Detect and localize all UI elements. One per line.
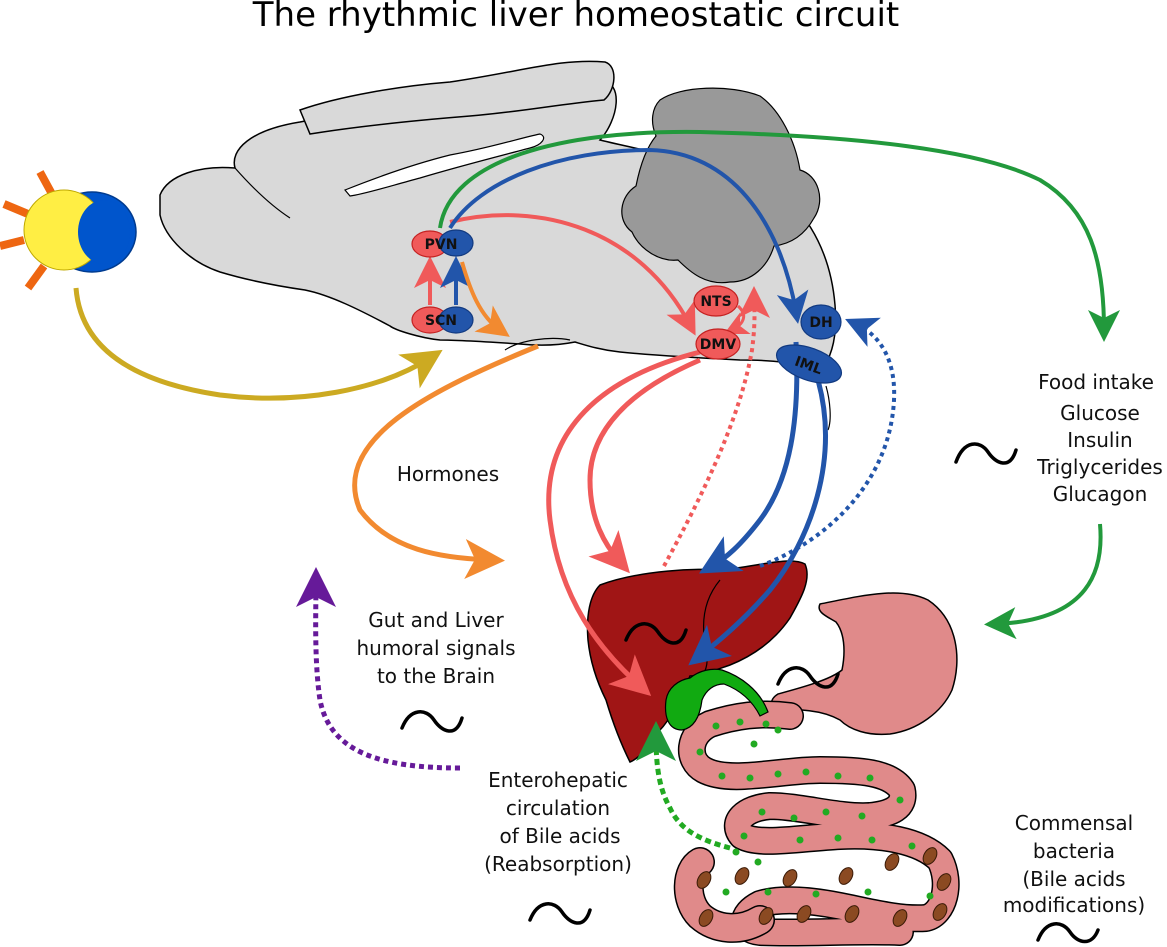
svg-text:Insulin: Insulin (1067, 428, 1132, 452)
food-intake-label: Food intake Glucose Insulin Triglyceride… (1036, 370, 1163, 506)
humoral-signals-dotted-arrow (295, 567, 461, 771)
gallbladder (664, 668, 769, 731)
hormones-label: Hormones (397, 462, 499, 486)
iml-liver-arrow-1 (698, 341, 800, 574)
rhythm-wave-icon (400, 710, 464, 733)
rhythm-wave-icon (528, 902, 592, 925)
commensal-bacteria (696, 847, 952, 927)
svg-text:Glucagon: Glucagon (1053, 482, 1148, 506)
svg-text:Commensal: Commensal (1015, 811, 1133, 835)
svg-text:to the Brain: to the Brain (377, 664, 495, 688)
pvn-dmv-arrow (449, 213, 696, 336)
light-signal-arrow (73, 287, 443, 401)
rhythm-wave-icon (776, 666, 840, 689)
svg-text:bacteria: bacteria (1033, 839, 1115, 863)
node-dmv: DMV (695, 328, 741, 360)
iml-liver-arrow-2 (688, 379, 828, 666)
svg-text:(Bile acids: (Bile acids (1022, 867, 1125, 891)
svg-text:humoral signals: humoral signals (356, 636, 515, 660)
commensal-label: Commensal bacteria (Bile acids modificat… (1003, 811, 1145, 917)
sun-moon-icon (0, 170, 137, 291)
diagram-title: The rhythmic liver homeostatic circuit (252, 0, 900, 35)
node-dh: DH (800, 304, 842, 340)
dmv-liver-arrow-2 (587, 357, 701, 574)
rhythm-wave-icon (954, 442, 1018, 465)
node-scn: SCN (411, 306, 474, 334)
enterohepatic-dotted-arrow (636, 721, 731, 851)
svg-text:modifications): modifications) (1003, 893, 1145, 917)
rhythm-wave-icon (624, 622, 688, 645)
svg-text:of Bile acids: of Bile acids (499, 824, 620, 848)
svg-text:Glucose: Glucose (1060, 401, 1140, 425)
hormones-arrow (352, 343, 539, 579)
svg-text:Gut and Liver: Gut and Liver (368, 608, 504, 632)
node-iml: IML (775, 344, 843, 384)
svg-text:Enterohepatic: Enterohepatic (488, 768, 628, 792)
dh-label: DH (809, 315, 832, 331)
node-nts: NTS (693, 285, 739, 317)
liver-nts-dotted-arrow (662, 286, 771, 567)
small-intestine (673, 700, 960, 947)
svg-text:circulation: circulation (506, 796, 610, 820)
liver-dh-dotted-arrow (759, 317, 897, 568)
food-intake-arrow (438, 129, 1120, 342)
pvn-label: PVN (425, 237, 458, 253)
brain (159, 60, 837, 431)
dmv-liver-arrow-1 (546, 349, 701, 697)
stomach (770, 592, 958, 736)
dmv-label: DMV (700, 337, 737, 353)
rhythm-wave-icon (1036, 922, 1100, 944)
food-to-gut-arrow (984, 523, 1103, 640)
enterohepatic-label: Enterohepatic circulation of Bile acids … (484, 768, 632, 876)
pvn-dh-arrow (448, 147, 809, 324)
svg-text:Triglycerides: Triglycerides (1036, 455, 1163, 479)
pvn-pituitary-arrow (460, 261, 510, 337)
svg-text:Food intake: Food intake (1038, 370, 1154, 394)
nts-label: NTS (700, 294, 731, 310)
scn-label: SCN (425, 313, 457, 329)
gut-liver-signals-label: Gut and Liver humoral signals to the Bra… (356, 608, 515, 688)
node-pvn: PVN (411, 229, 474, 258)
bile-acid-dots (696, 718, 934, 900)
svg-text:(Reabsorption): (Reabsorption) (484, 852, 632, 876)
